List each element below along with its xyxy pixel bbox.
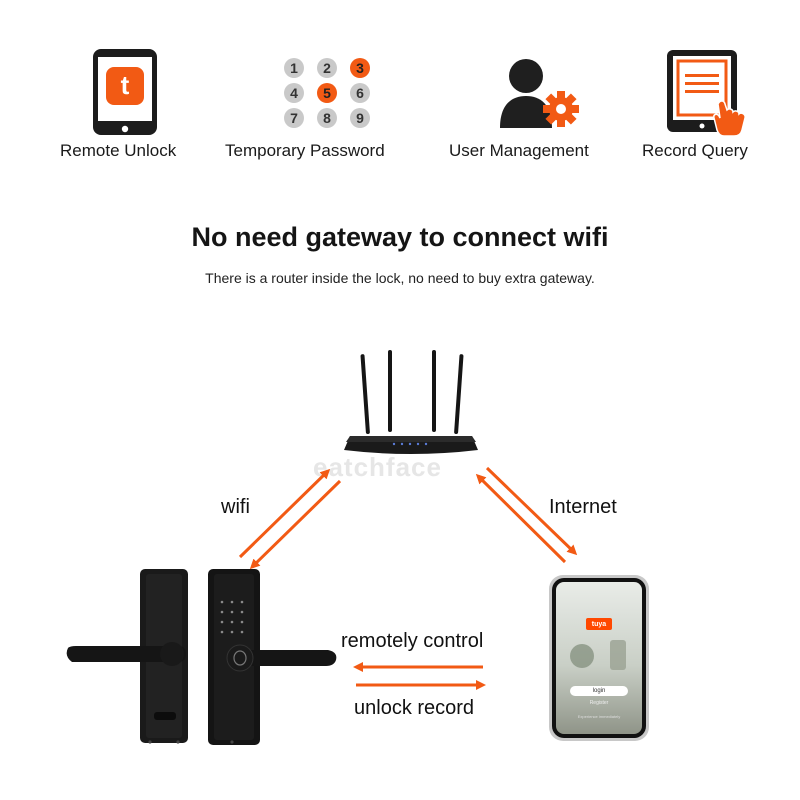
app-brand: tuya — [591, 621, 607, 628]
router-image — [336, 350, 486, 460]
subline: There is a router inside the lock, no ne… — [205, 270, 595, 286]
headline: No need gateway to connect wifi — [191, 222, 609, 252]
remote-control-label: remotely control — [341, 630, 484, 652]
key-2: 2 — [317, 58, 337, 78]
arrow-internet-down — [485, 466, 578, 556]
internet-label: Internet — [549, 496, 617, 518]
key-3: 3 — [350, 58, 370, 78]
wifi-label: wifi — [221, 496, 250, 518]
feature-label-record-query: Record Query — [642, 141, 748, 160]
smart-lock-image — [62, 566, 342, 748]
feature-label-remote-unlock: Remote Unlock — [60, 141, 177, 160]
key-7: 7 — [284, 108, 304, 128]
arrow-wifi-down — [249, 479, 342, 570]
app-logo-letter: t — [120, 70, 130, 100]
user-gear-icon — [496, 56, 588, 132]
keypad-icon: 1 2 3 4 5 6 7 8 9 — [282, 56, 378, 130]
key-5: 5 — [317, 83, 337, 103]
tablet-record-icon — [662, 48, 752, 137]
unlock-record-label: unlock record — [354, 697, 475, 719]
arrow-internet-up — [475, 473, 567, 564]
key-1: 1 — [284, 58, 304, 78]
watermark: eatchface — [313, 452, 442, 482]
app-login-button: login — [592, 688, 606, 694]
phone-app-image: tuya login Register Experience immediate… — [548, 574, 650, 742]
key-4: 4 — [284, 83, 304, 103]
feature-label-user-management: User Management — [449, 141, 589, 160]
key-6: 6 — [350, 83, 370, 103]
key-8: 8 — [317, 108, 337, 128]
tuya-phone-icon: t — [92, 48, 158, 136]
feature-label-temporary-password: Temporary Password — [225, 141, 385, 160]
app-footer-text: Experience immediately — [577, 714, 621, 719]
arrow-wifi-up — [238, 468, 331, 559]
app-register-link: Register — [589, 700, 609, 706]
key-9: 9 — [350, 108, 370, 128]
